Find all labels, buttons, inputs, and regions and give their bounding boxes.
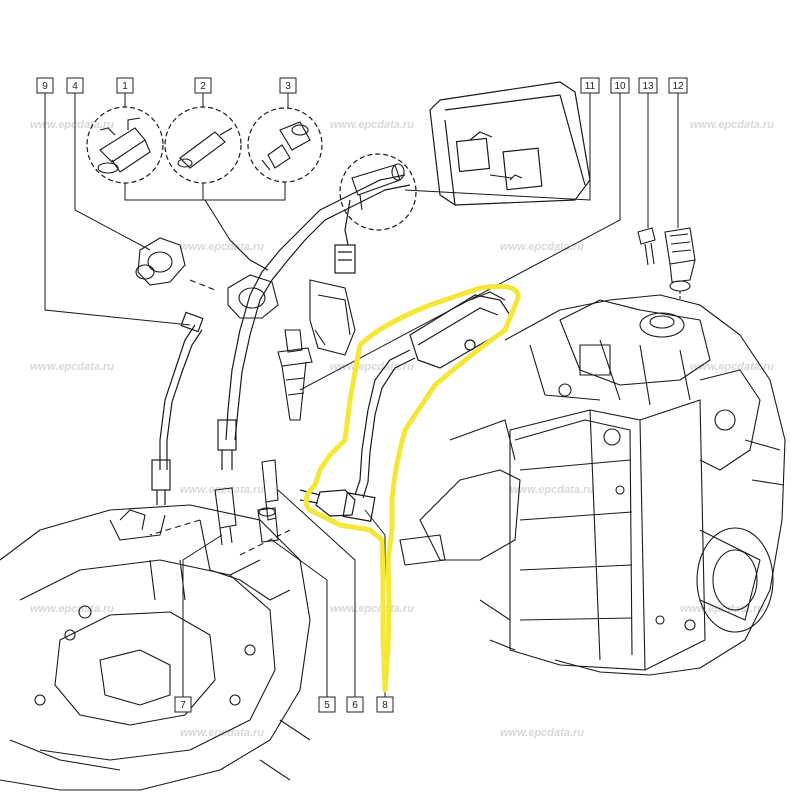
callout-2: 2 xyxy=(194,77,212,94)
svg-text:11: 11 xyxy=(585,81,596,92)
part-2-sleeve xyxy=(177,127,233,169)
watermark-text: www.epcdata.ru xyxy=(330,119,414,131)
watermark-text: www.epcdata.ru xyxy=(180,484,264,496)
svg-text:7: 7 xyxy=(180,700,186,711)
watermark-text: www.epcdata.ru xyxy=(680,603,764,615)
part-4-grommet xyxy=(135,237,216,291)
gearbox-left xyxy=(0,504,311,791)
watermark-text: www.epcdata.ru xyxy=(500,727,584,739)
watermark-text: www.epcdata.ru xyxy=(30,603,114,615)
svg-text:13: 13 xyxy=(642,81,654,92)
callout-10: 10 xyxy=(610,77,630,94)
svg-text:10: 10 xyxy=(614,81,626,92)
watermark-text: www.epcdata.ru xyxy=(30,119,114,131)
watermarks: www.epcdata.ru www.epcdata.ru www.epcdat… xyxy=(30,119,774,739)
svg-text:8: 8 xyxy=(382,700,388,711)
clip-bracket xyxy=(309,279,356,356)
control-unit xyxy=(429,81,591,206)
gearbox-right xyxy=(399,294,786,676)
callout-13: 13 xyxy=(638,77,658,94)
callout-12: 12 xyxy=(668,77,688,94)
part-3-sensor xyxy=(261,121,311,171)
svg-text:5: 5 xyxy=(324,700,330,711)
callout-4: 4 xyxy=(66,77,84,94)
callout-3: 3 xyxy=(279,77,297,94)
svg-text:9: 9 xyxy=(42,81,48,92)
harness-cable xyxy=(217,174,411,470)
watermark-text: www.epcdata.ru xyxy=(180,241,264,253)
part-13-bolt xyxy=(637,227,656,266)
small-connectors xyxy=(149,459,291,556)
watermark-text: www.epcdata.ru xyxy=(510,484,594,496)
cable-grommet xyxy=(227,274,279,319)
svg-text:2: 2 xyxy=(200,81,206,92)
callout-1: 1 xyxy=(116,77,134,94)
watermark-text: www.epcdata.ru xyxy=(690,119,774,131)
speed-sensor xyxy=(277,329,313,421)
callout-7: 7 xyxy=(174,696,192,713)
svg-text:3: 3 xyxy=(285,81,291,92)
part-9-cable xyxy=(151,311,204,505)
svg-text:6: 6 xyxy=(352,700,358,711)
callout-6: 6 xyxy=(346,696,364,713)
leader-lines xyxy=(44,92,679,697)
watermark-text: www.epcdata.ru xyxy=(180,727,264,739)
watermark-text: www.epcdata.ru xyxy=(500,241,584,253)
svg-text:12: 12 xyxy=(672,81,684,92)
svg-text:4: 4 xyxy=(72,81,78,92)
callout-11: 11 xyxy=(580,77,600,94)
part-12-sensor xyxy=(664,227,696,300)
callout-8: 8 xyxy=(376,696,394,713)
part-1-connector xyxy=(97,117,151,174)
callout-boxes: 9 4 1 2 3 11 10 13 12 7 5 6 8 xyxy=(36,77,688,713)
svg-text:1: 1 xyxy=(122,81,128,92)
part-8-sensor-harness xyxy=(299,291,511,522)
part-links xyxy=(124,182,286,241)
watermark-text: www.epcdata.ru xyxy=(690,361,774,373)
callout-5: 5 xyxy=(318,696,336,713)
watermark-text: www.epcdata.ru xyxy=(330,603,414,615)
callout-9: 9 xyxy=(36,77,54,94)
highlight-outline xyxy=(303,283,521,693)
watermark-text: www.epcdata.ru xyxy=(30,361,114,373)
